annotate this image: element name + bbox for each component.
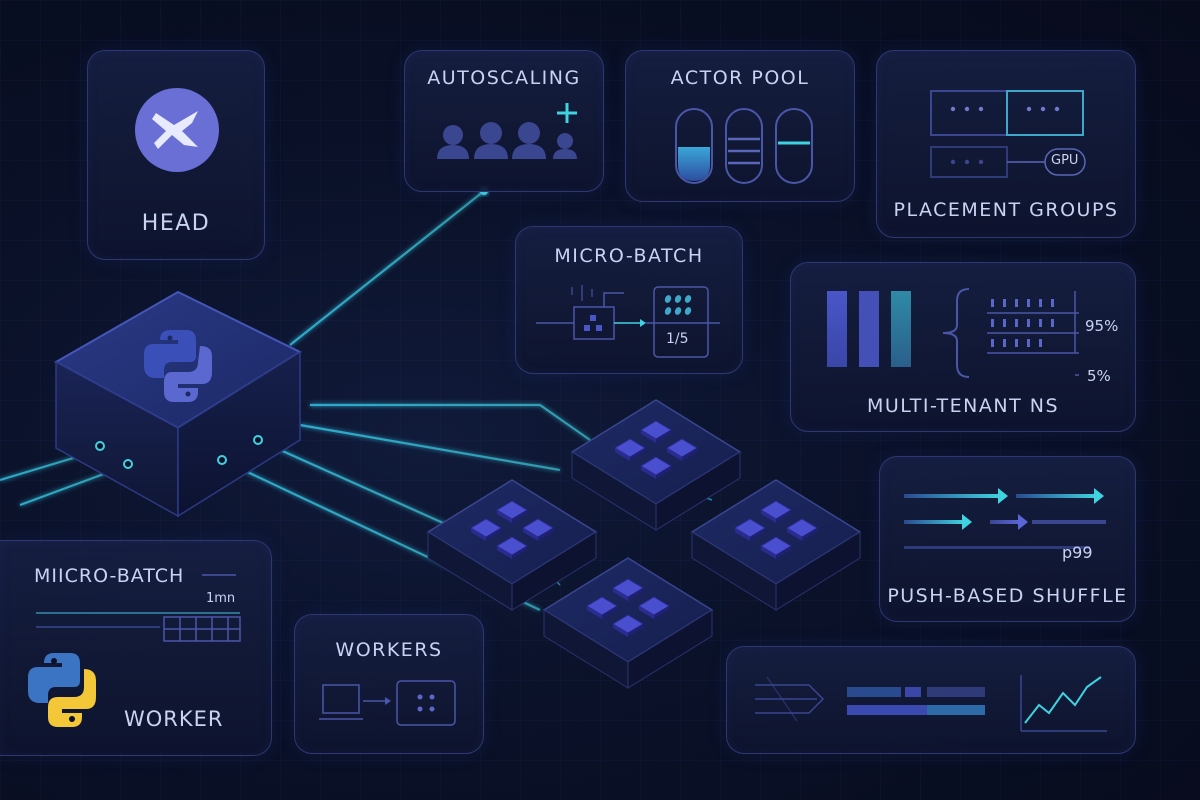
worker-batch-title: MIICRO-BATCH [34,565,185,587]
wire-left-2 [0,448,101,482]
workers-title: WORKERS [335,639,443,661]
wire-node-link-2 [549,574,561,586]
workers-card[interactable]: WORKERS [294,614,484,754]
pipeline-metrics-card[interactable] [726,646,1136,754]
placement-groups-title: PLACEMENT GROUPS [893,199,1119,221]
head-title: HEAD [141,211,211,236]
tenant-share-high: 95% [1085,317,1119,335]
worker-batch-card[interactable]: MIICRO-BATCH 1mn WORKER [0,540,272,756]
gpu-label: GPU [1051,153,1079,168]
push-shuffle-title: PUSH-BASED SHUFFLE [887,585,1128,607]
tenant-share-low: 5% [1087,367,1111,385]
workers-flow-icon [319,680,456,726]
wire-node-link-1 [689,491,713,501]
pipeline-chart-icon [755,675,1107,732]
shuffle-latency-label: p99 [1062,543,1093,562]
multi-tenant-title: MULTI-TENANT NS [866,395,1060,417]
multi-tenant-bars-icon [827,288,1079,378]
worker-batch-interval: 1mn [206,591,236,606]
shuffle-arrows-icon [904,488,1106,549]
placement-racks-icon [930,90,1086,178]
micro-batch-fraction: 1/5 [666,331,689,347]
head-logo-icon [135,88,219,172]
users-scale-icon [437,103,577,159]
worker-batch-timeline-icon [28,574,241,727]
head-card[interactable]: HEAD [87,50,265,260]
wire-cluster-mid [299,423,561,472]
autoscaling-card[interactable]: AUTOSCALING [404,50,604,192]
wire-left-1 [19,463,129,507]
worker-label: WORKER [124,707,224,731]
micro-batch-card[interactable]: MICRO-BATCH 1/5 [515,226,743,374]
plus-icon [557,103,577,123]
micro-batch-diagram-icon [536,285,720,358]
wire-cluster-a [257,438,471,537]
placement-groups-card[interactable]: GPU PLACEMENT GROUPS [876,50,1136,238]
micro-batch-title: MICRO-BATCH [554,245,704,267]
autoscaling-title: AUTOSCALING [427,67,581,89]
actor-capsules-icon [675,108,813,184]
python-logo-icon [28,653,96,727]
multi-tenant-card[interactable]: 95% 5% MULTI-TENANT NS [790,262,1136,432]
push-shuffle-card[interactable]: p99 PUSH-BASED SHUFFLE [879,456,1136,622]
actor-pool-title: ACTOR POOL [670,67,810,89]
wire-autoscaling [289,190,485,346]
actor-pool-card[interactable]: ACTOR POOL [625,50,855,202]
